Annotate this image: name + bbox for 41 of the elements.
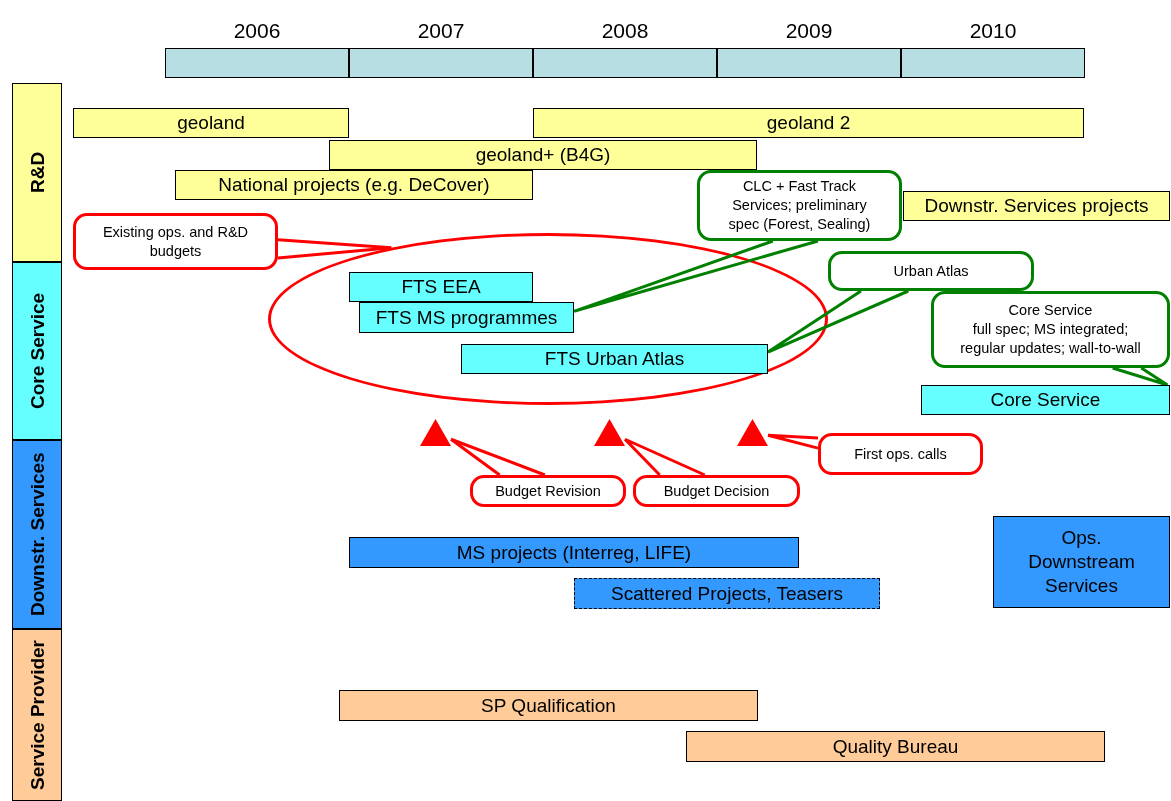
callout-bubble: Existing ops. and R&D budgets [73, 213, 278, 270]
timeline-bar: FTS MS programmes [359, 302, 574, 333]
year-label: 2010 [968, 18, 1018, 44]
callout-tail [623, 437, 707, 477]
timeline-bar: geoland [73, 108, 349, 138]
timeline-bar: MS projects (Interreg, LIFE) [349, 537, 799, 568]
timeline-bar: National projects (e.g. DeCover) [175, 170, 533, 200]
callout-bubble: CLC + Fast Track Services; preliminary spec (Forest, Sealing) [697, 170, 902, 241]
year-label: 2007 [416, 18, 466, 44]
callout-tail [572, 239, 820, 313]
timeline-bar: Core Service [921, 385, 1170, 415]
timeline-bar: Downstr. Services projects [903, 191, 1170, 221]
lane-label: Core Service [12, 262, 62, 440]
callout-bubble: Core Service full spec; MS integrated; regular updates; wall-to-wall [931, 291, 1170, 368]
year-label: 2009 [784, 18, 834, 44]
timeline-bar: geoland+ (B4G) [329, 140, 757, 170]
timeline-bar: Quality Bureau [686, 731, 1105, 762]
callout-bubble: Urban Atlas [828, 251, 1034, 291]
milestone-triangle [737, 419, 768, 446]
lane-label: Service Provider [12, 629, 62, 801]
milestone-triangle [420, 419, 451, 446]
ellipse-outline [268, 233, 828, 405]
year-label: 2008 [600, 18, 650, 44]
year-label: 2006 [232, 18, 282, 44]
callout-tail [449, 437, 547, 477]
lane-label: Downstr. Services [12, 440, 62, 629]
callout-bubble: Budget Decision [633, 475, 800, 507]
callout-tail [766, 289, 910, 354]
callout-tail [1111, 366, 1169, 387]
timeline-bar: Scattered Projects, Teasers [574, 578, 880, 609]
timeline-bar: Ops. Downstream Services [993, 516, 1170, 608]
timeline-bar: geoland 2 [533, 108, 1084, 138]
callout-tail [276, 238, 393, 260]
timeline-bar: FTS EEA [349, 272, 533, 302]
callout-tail [766, 433, 820, 450]
callout-bubble: First ops. calls [818, 433, 983, 475]
lane-label: R&D [12, 83, 62, 262]
callout-bubble: Budget Revision [470, 475, 626, 507]
timeline-bar: SP Qualification [339, 690, 758, 721]
timeline-bar: FTS Urban Atlas [461, 344, 768, 374]
milestone-triangle [594, 419, 625, 446]
